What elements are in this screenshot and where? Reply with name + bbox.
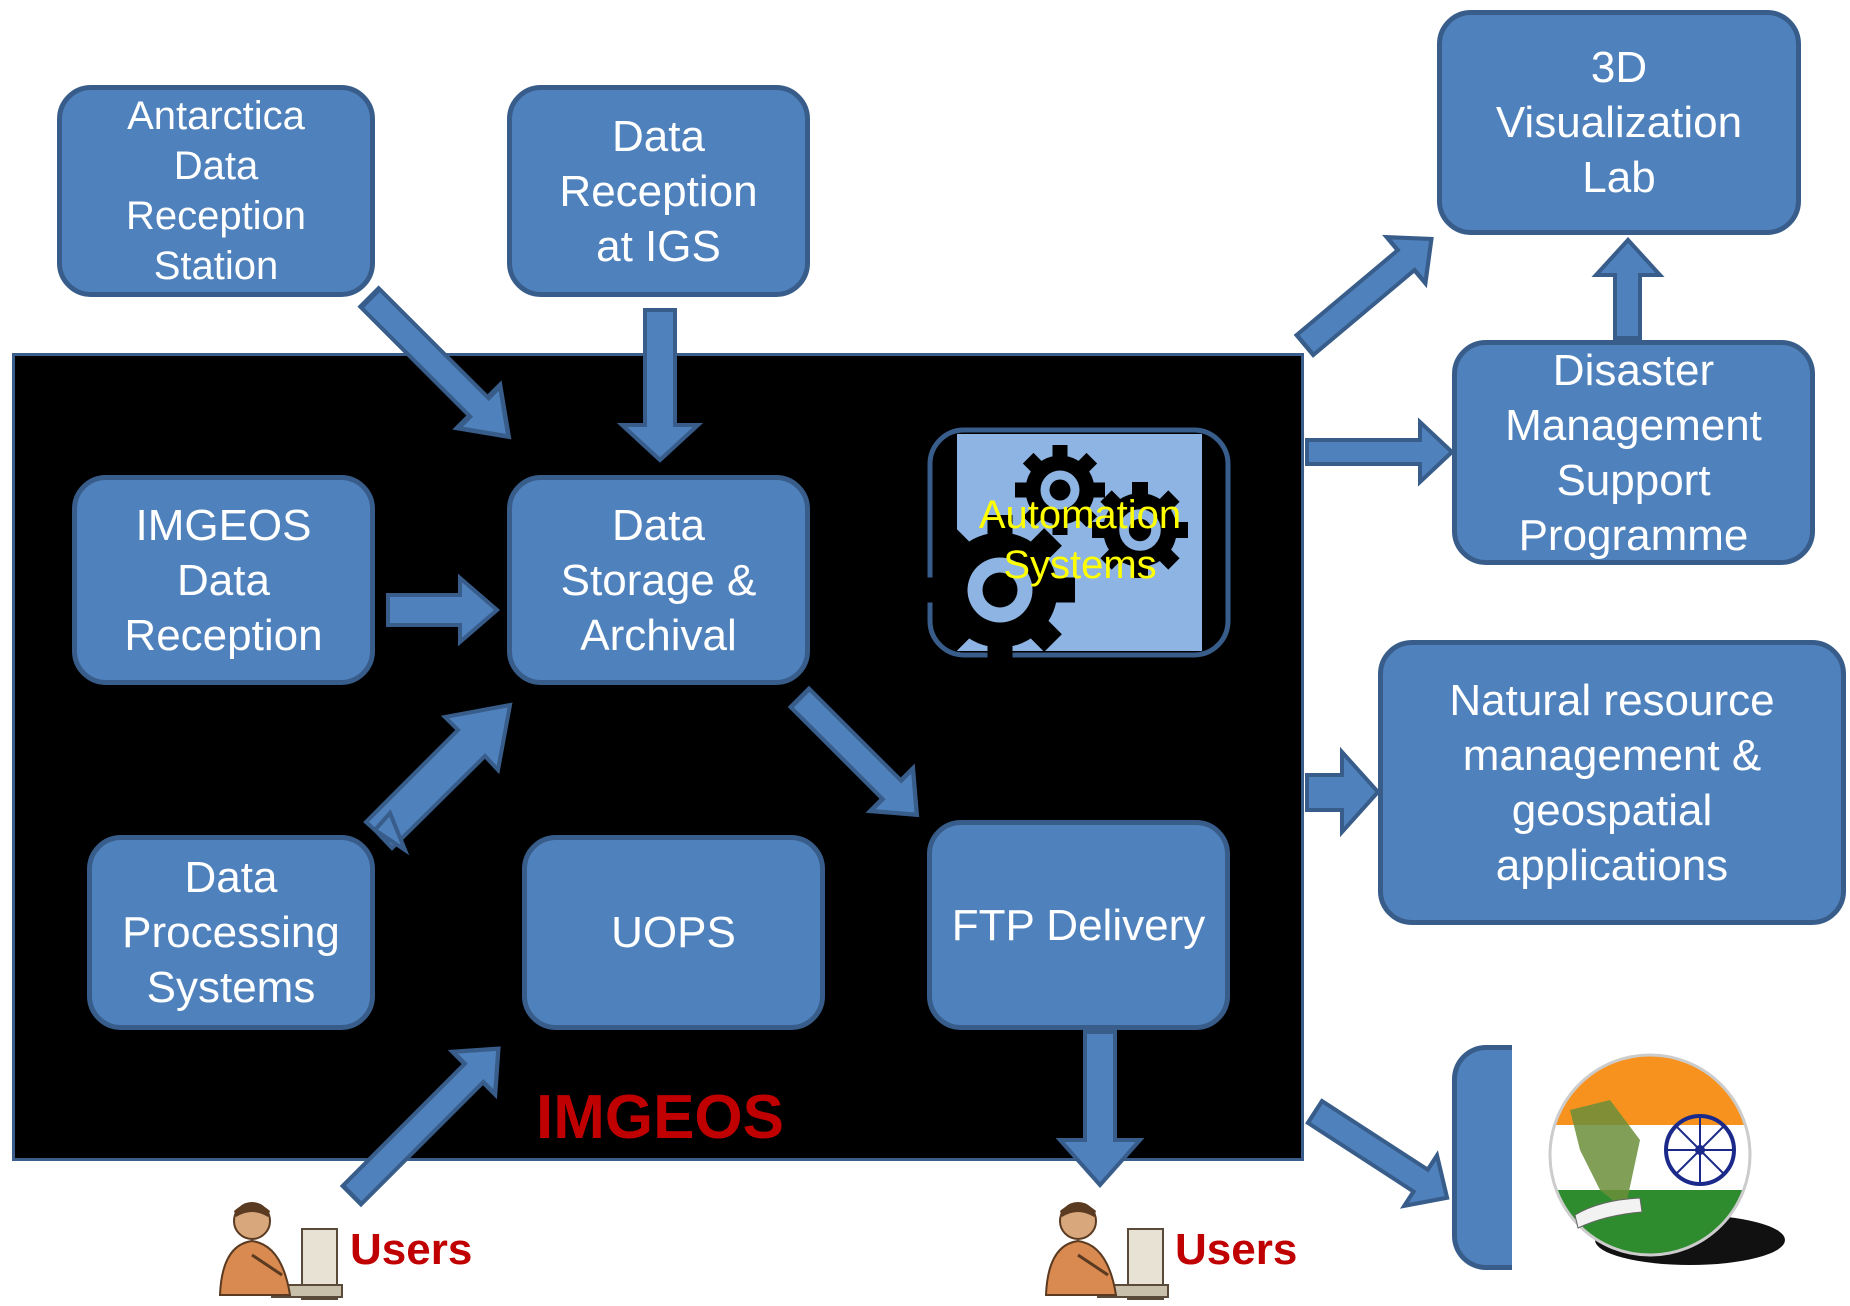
arrow-disaster-to-visualization <box>1591 237 1665 340</box>
imgeos-label: IMGEOS <box>535 1083 785 1152</box>
users-label-right: Users <box>1175 1225 1298 1274</box>
bhuvan-globe-logo <box>1548 1053 1785 1265</box>
bhuvan-side-box <box>1452 1045 1512 1270</box>
igs-reception-box: Data Reception at IGS <box>507 85 810 297</box>
users-label-left: Users <box>350 1225 473 1274</box>
uops-box: UOPS <box>522 835 825 1030</box>
automation-systems-label: Automation Systems <box>978 493 1182 587</box>
arrow-antarctica-to-storage <box>357 285 512 440</box>
arrow-users-to-uops <box>339 1046 501 1208</box>
disaster-management-box: Disaster Management Support Programme <box>1452 340 1815 565</box>
antarctica-station-box: Antarctica Data Reception Station <box>57 85 375 297</box>
arrow-to-visualization <box>1293 234 1434 358</box>
user-at-computer-icon <box>218 1202 343 1300</box>
data-processing-box: Data Processing Systems <box>87 835 375 1030</box>
data-storage-archival-box: Data Storage & Archival <box>507 475 810 685</box>
user-at-computer-icon <box>1044 1202 1169 1300</box>
arrow-processing-storage <box>363 702 513 851</box>
visualization-lab-box: 3D Visualization Lab <box>1437 10 1801 235</box>
arrow-to-disaster <box>1305 417 1455 487</box>
natural-resource-box: Natural resource management & geospatial… <box>1378 640 1846 925</box>
arrow-to-natural-resource <box>1305 746 1381 838</box>
arrow-ftp-to-users <box>1055 1030 1145 1189</box>
arrow-reception-to-storage <box>386 573 501 647</box>
imgeos-data-reception-box: IMGEOS Data Reception <box>72 475 375 685</box>
arrow-storage-to-ftp <box>787 685 920 818</box>
ftp-delivery-box: FTP Delivery <box>927 820 1230 1030</box>
automation-systems-panel <box>925 427 1231 665</box>
arrow-igs-to-storage <box>616 308 704 463</box>
arrow-to-bhuvan <box>1305 1098 1450 1209</box>
